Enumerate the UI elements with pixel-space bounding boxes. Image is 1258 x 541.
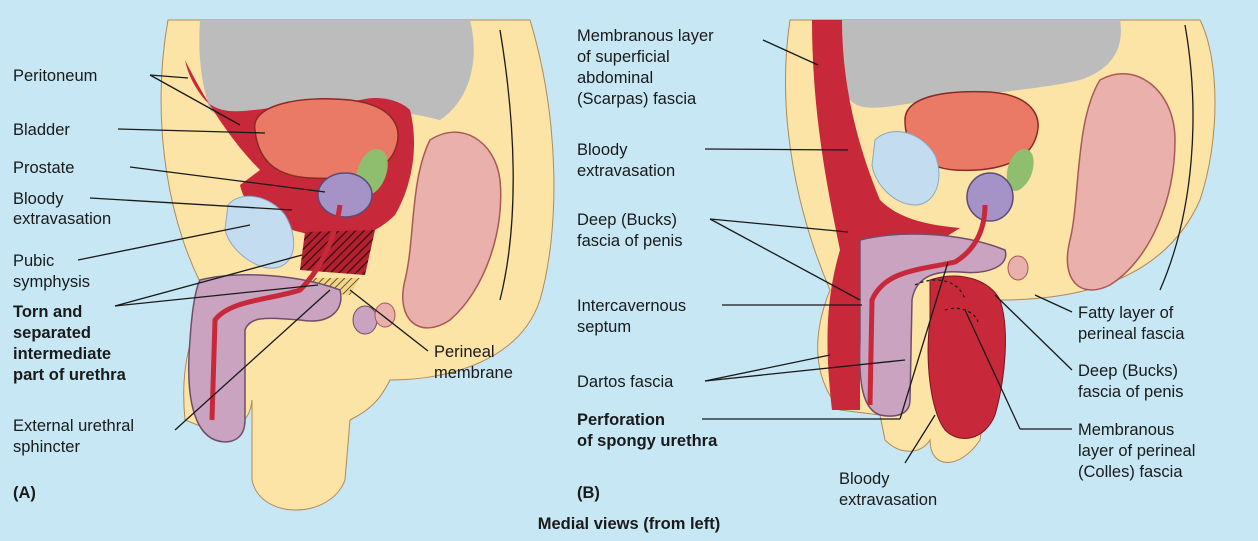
label-torn-line1: Torn and: [13, 303, 82, 321]
label-bottom-bloody-line2: extravasation: [839, 491, 937, 509]
label-bottom-bloody-line1: Bloody: [839, 470, 890, 488]
label-ext-sphincter-line2: sphincter: [13, 438, 80, 456]
label-deep-bucks-right-line1: Deep (Bucks): [1078, 362, 1178, 380]
label-intercavernous-line2: septum: [577, 318, 631, 336]
label-bladder: Bladder: [13, 121, 70, 139]
label-deep-bucks-line1: Deep (Bucks): [577, 211, 677, 229]
label-torn-line4: part of urethra: [13, 366, 127, 384]
label-peritoneum: Peritoneum: [13, 67, 97, 85]
bulb-b: [1008, 256, 1028, 280]
label-membranous-line3: abdominal: [577, 69, 653, 87]
label-fatty-line2: perineal fascia: [1078, 325, 1185, 343]
bulb-a: [353, 306, 377, 334]
prostate-a: [318, 173, 372, 217]
torn-urethra-region: [300, 230, 375, 275]
label-deep-bucks-right-line2: fascia of penis: [1078, 383, 1183, 401]
label-perineal-membrane-line2: membrane: [434, 364, 513, 382]
figure-caption: Medial views (from left): [538, 515, 720, 533]
label-torn-line2: separated: [13, 324, 91, 342]
label-membranous-line2: of superficial: [577, 48, 670, 66]
label-deep-bucks-line2: fascia of penis: [577, 232, 682, 250]
label-dartos: Dartos fascia: [577, 373, 674, 391]
label-perineal-membrane-line1: Perineal: [434, 343, 495, 361]
label-bloody-b-line1: Bloody: [577, 141, 628, 159]
label-bloody-line2: extravasation: [13, 210, 111, 228]
label-prostate: Prostate: [13, 159, 74, 177]
label-bloody-b-line2: extravasation: [577, 162, 675, 180]
label-colles-line1: Membranous: [1078, 421, 1174, 439]
label-torn-line3: intermediate: [13, 345, 111, 363]
label-intercavernous-line1: Intercavernous: [577, 297, 686, 315]
prostate-b: [967, 173, 1013, 221]
label-perforation-line2: of spongy urethra: [577, 432, 718, 450]
label-ext-sphincter-line1: External urethral: [13, 417, 134, 435]
panel-a-illustration: [161, 20, 554, 510]
label-membranous-line4: (Scarpas) fascia: [577, 90, 697, 108]
label-bloody-line1: Bloody: [13, 190, 64, 208]
label-membranous-line1: Membranous layer: [577, 27, 714, 45]
panel-a-tag: (A): [13, 484, 36, 502]
label-fatty-line1: Fatty layer of: [1078, 304, 1174, 322]
label-pubic-line2: symphysis: [13, 273, 90, 291]
scrotal-blood-b: [928, 276, 1005, 438]
label-colles-line2: layer of perineal: [1078, 442, 1195, 460]
label-pubic-line1: Pubic: [13, 252, 54, 270]
label-perforation-line1: Perforation: [577, 411, 665, 429]
panel-b-tag: (B): [577, 484, 600, 502]
label-colles-line3: (Colles) fascia: [1078, 463, 1183, 481]
